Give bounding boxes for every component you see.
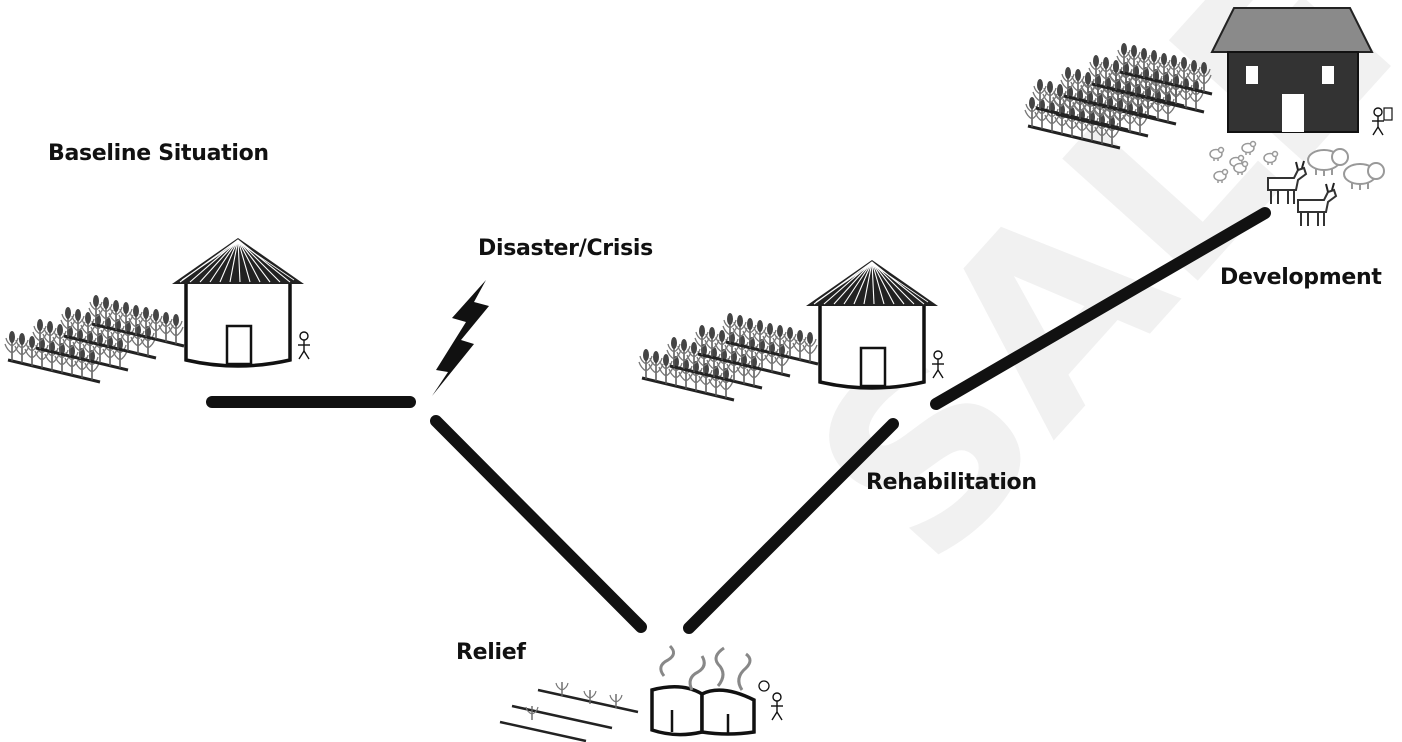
rehab-person bbox=[931, 350, 945, 379]
baseline-field bbox=[5, 295, 184, 382]
stage-label-baseline: Baseline Situation bbox=[48, 141, 269, 166]
stage-label-rehabilitation: Rehabilitation bbox=[866, 470, 1037, 495]
rehab-field bbox=[639, 313, 818, 400]
stage-label-relief: Relief bbox=[456, 640, 526, 665]
relief-smoke bbox=[659, 644, 752, 691]
development-person bbox=[1371, 107, 1385, 136]
relief-speech-bubble bbox=[758, 680, 770, 692]
decline-line bbox=[430, 415, 647, 633]
stage-label-development: Development bbox=[1220, 265, 1382, 290]
rehab-hut bbox=[804, 258, 940, 390]
stage-label-disaster: Disaster/Crisis bbox=[478, 236, 653, 261]
cycle-path bbox=[206, 207, 1271, 634]
development-line bbox=[930, 207, 1271, 410]
relief-ruined-hut bbox=[650, 685, 756, 737]
development-field bbox=[1025, 43, 1212, 148]
baseline-person bbox=[297, 331, 311, 360]
development-clipboard bbox=[1383, 107, 1393, 121]
baseline-hut bbox=[170, 236, 306, 368]
lightning-bolt-icon bbox=[432, 280, 489, 396]
development-house bbox=[1210, 7, 1374, 133]
development-livestock bbox=[1209, 140, 1385, 227]
relief-damaged-field bbox=[499, 680, 639, 742]
relief-person bbox=[770, 692, 784, 721]
recovery-line bbox=[683, 418, 899, 634]
